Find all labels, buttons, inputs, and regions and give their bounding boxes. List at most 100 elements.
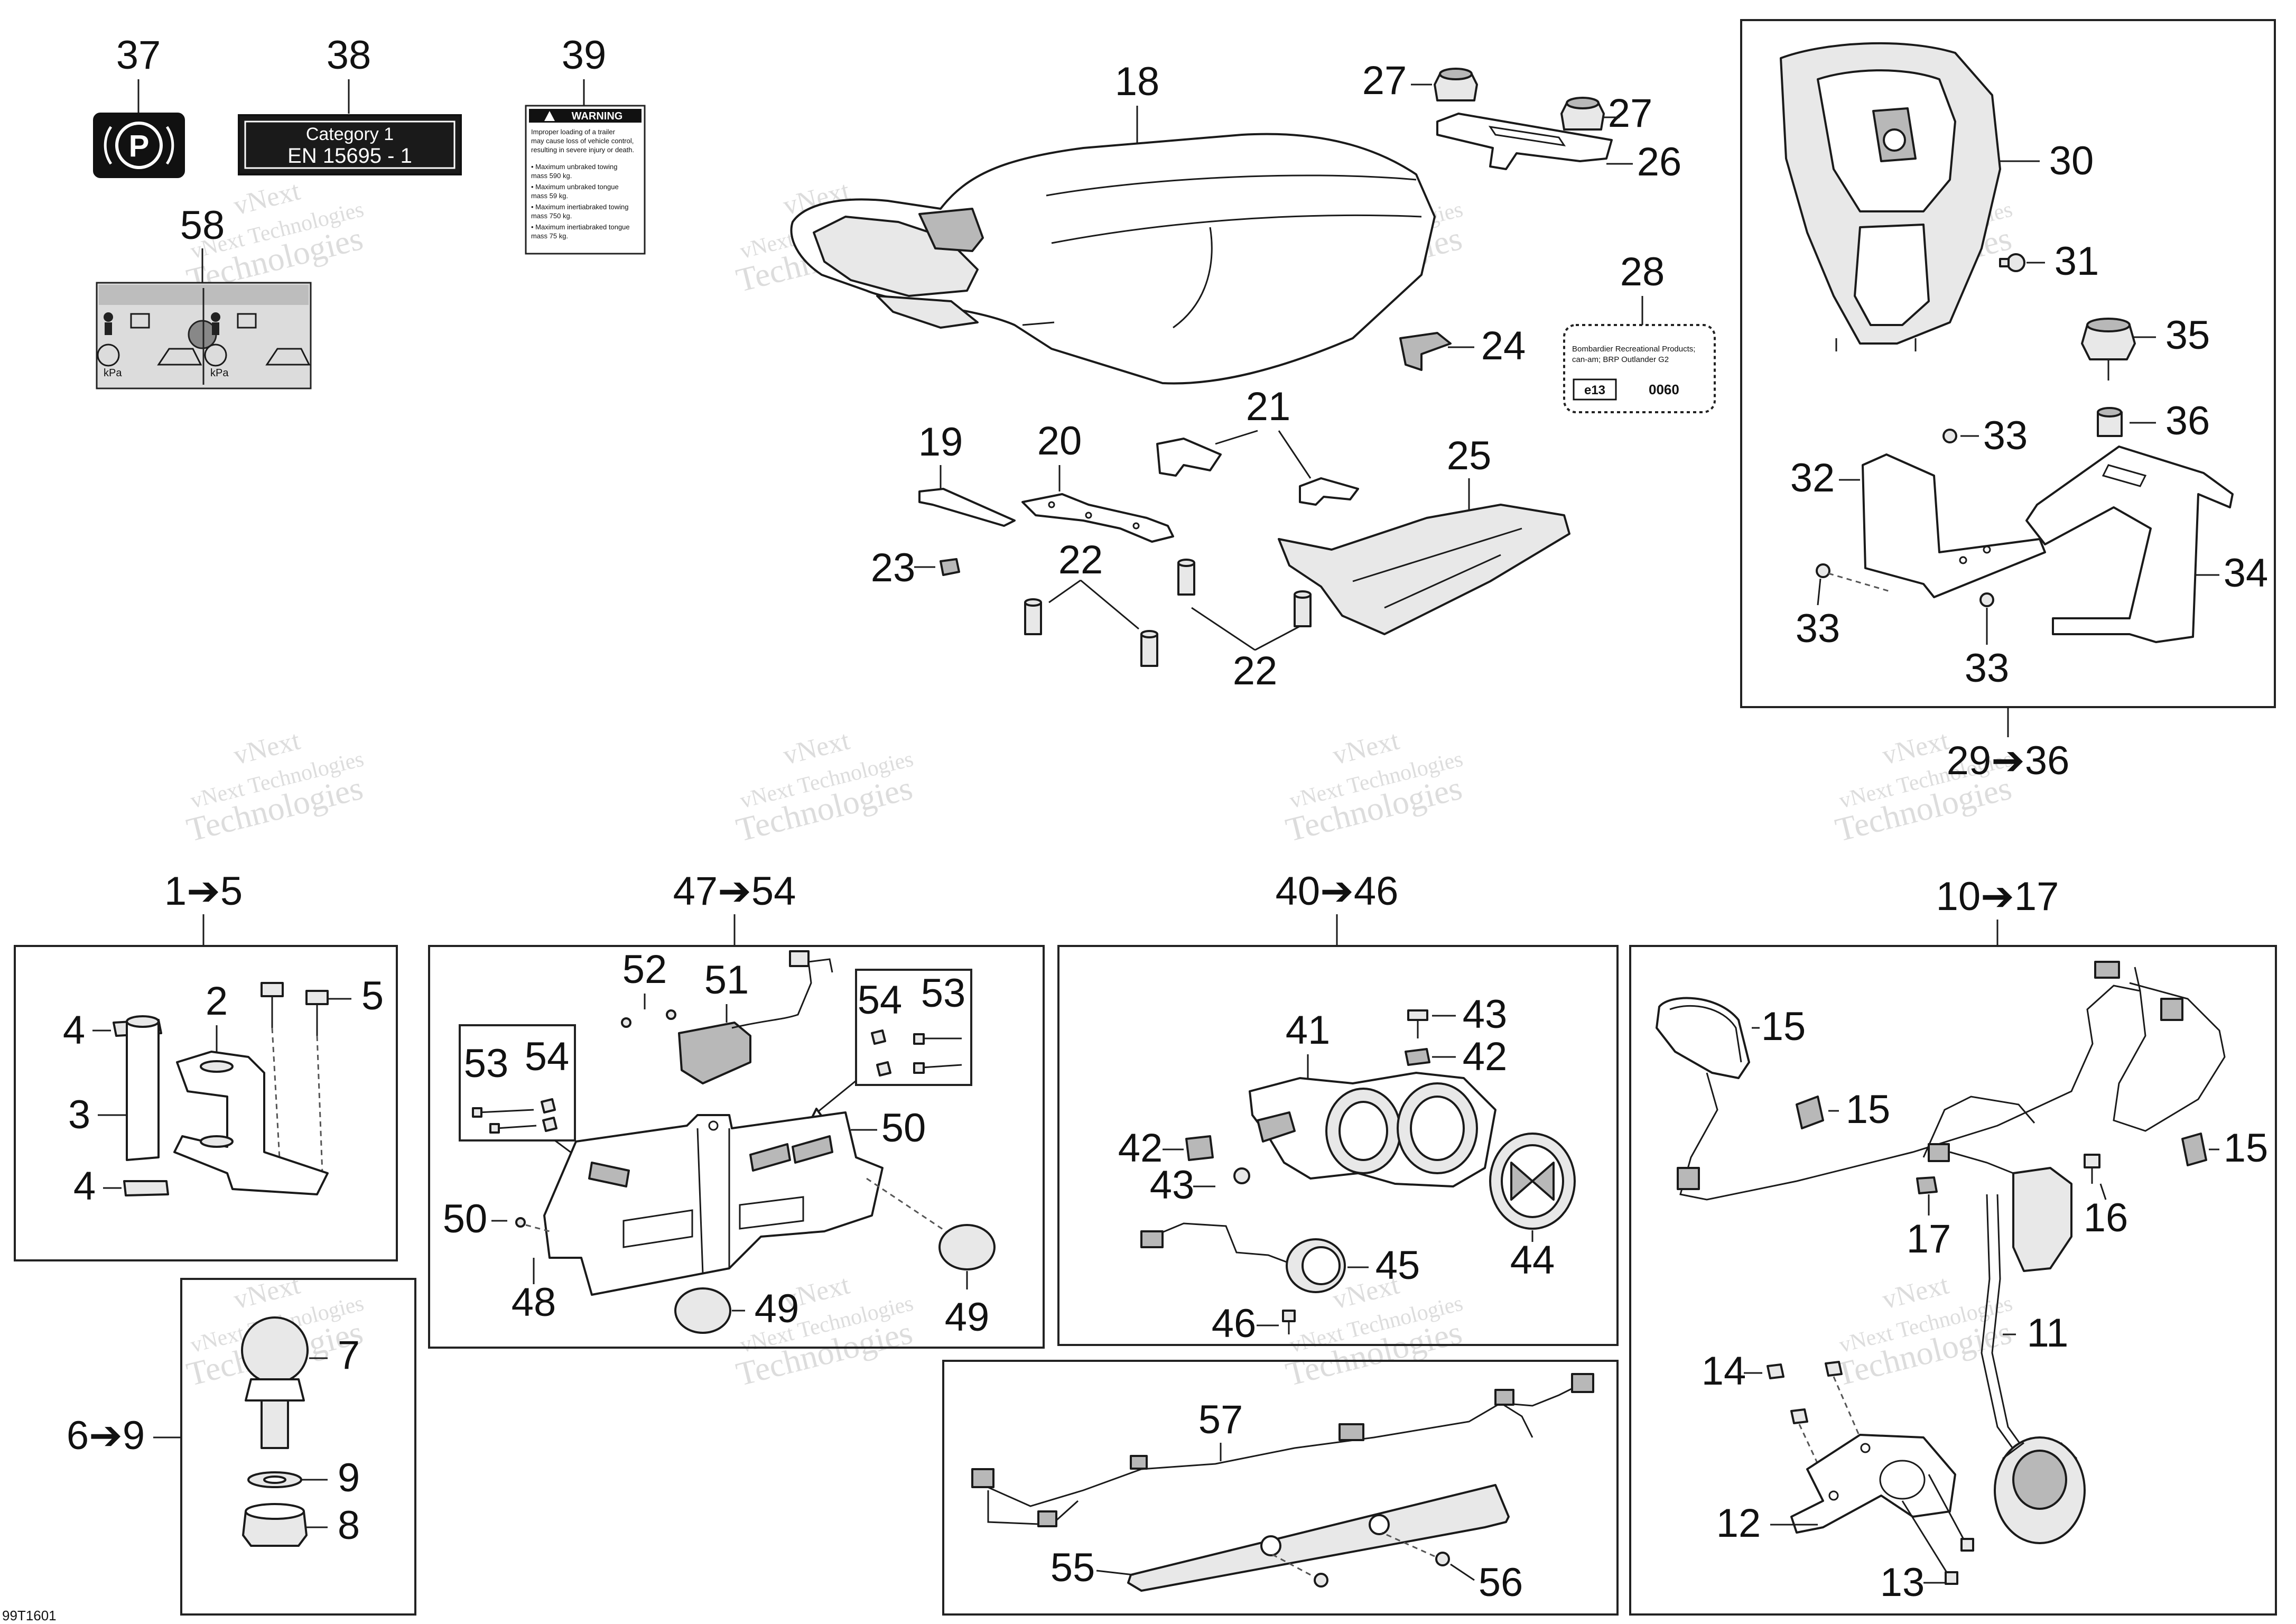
- callout-23: 23: [871, 545, 916, 590]
- seat-clip: [1399, 332, 1452, 371]
- callout-18: 18: [1115, 59, 1160, 104]
- hardware-left: [472, 1098, 557, 1134]
- callout-15a: 15: [1761, 1004, 1806, 1049]
- svg-text:• Maximum unbraked towing: • Maximum unbraked towing: [531, 163, 618, 171]
- callout-19: 19: [918, 420, 963, 465]
- callout-21: 21: [1246, 384, 1291, 429]
- license-plate-kit-frame: [428, 945, 1045, 1349]
- svg-text:P: P: [129, 129, 150, 163]
- svg-text:mass 59 kg.: mass 59 kg.: [531, 192, 568, 200]
- callout-50a: 50: [443, 1196, 488, 1241]
- callout-15b: 15: [1846, 1087, 1891, 1132]
- callout-3: 3: [68, 1092, 90, 1137]
- callout-17: 17: [1907, 1217, 1951, 1261]
- callout-45: 45: [1375, 1243, 1420, 1288]
- trailer-warning-decal: WARNING Improper loading of a trailer ma…: [525, 105, 646, 255]
- group-29-36: 29➔36: [1947, 738, 2070, 783]
- callout-25: 25: [1447, 433, 1492, 478]
- callout-28: 28: [1620, 249, 1665, 294]
- svg-text:• Maximum inertiabraked tongue: • Maximum inertiabraked tongue: [531, 223, 630, 231]
- warning-body: Improper loading of a trailer may cause …: [531, 128, 634, 240]
- svg-text:resulting in severe injury or: resulting in severe injury or death.: [531, 146, 634, 154]
- trailer-connector-cable: [1981, 1194, 2035, 1464]
- callout-33a: 33: [1983, 413, 2028, 458]
- callout-31: 31: [2055, 239, 2099, 284]
- hitch-bracket: [173, 1051, 329, 1195]
- bolts-5: [261, 982, 329, 1036]
- callout-27b: 27: [1608, 91, 1653, 136]
- callout-4b: 4: [73, 1164, 96, 1209]
- callout-51: 51: [704, 958, 749, 1003]
- callout-16: 16: [2084, 1195, 2128, 1240]
- heat-shield: [1278, 504, 1570, 635]
- svg-text:mass 750 kg.: mass 750 kg.: [531, 212, 572, 220]
- callout-39: 39: [562, 33, 607, 78]
- license-plate-light: [621, 950, 833, 1084]
- callout-52: 52: [622, 947, 667, 992]
- decal-38-line2: EN 15695 - 1: [287, 144, 412, 168]
- callout-27a: 27: [1362, 58, 1407, 103]
- backrest-screw: [1999, 253, 2025, 272]
- seat-latch-bracket: [1436, 113, 1613, 170]
- hardware-inset-right: [855, 969, 972, 1086]
- label-28-code: 0060: [1649, 382, 1679, 397]
- callout-15c: 15: [2224, 1126, 2269, 1171]
- category-decal: Category 1 EN 15695 - 1: [238, 114, 462, 175]
- group-40-46: 40➔46: [1276, 869, 1399, 914]
- callout-4a: 4: [63, 1008, 85, 1053]
- svg-text:mass 590 kg.: mass 590 kg.: [531, 172, 572, 180]
- callout-44: 44: [1510, 1238, 1555, 1283]
- headlight-bulb-harness: [1140, 1222, 1346, 1293]
- clip-23: [940, 558, 960, 576]
- seat-latch-nut-2: [1560, 97, 1605, 131]
- group-47-54: 47➔54: [673, 869, 796, 914]
- callout-43a: 43: [1463, 992, 1508, 1037]
- callout-33b: 33: [1796, 606, 1840, 651]
- parking-brake-decal: P: [93, 113, 185, 178]
- mirror-mount-15b: [1796, 1096, 1824, 1129]
- screw-56a: [1314, 1573, 1328, 1588]
- nut-17: [1916, 1176, 1938, 1194]
- callout-26: 26: [1637, 140, 1682, 184]
- spacers-22: [1024, 559, 1312, 667]
- reflector-49a: [674, 1287, 731, 1334]
- callout-48: 48: [512, 1280, 556, 1325]
- group-10-17: 10➔17: [1936, 874, 2059, 919]
- headlight-kit-frame: [1057, 945, 1619, 1346]
- callout-43b: 43: [1150, 1163, 1195, 1208]
- figure-code: 99T1601: [2, 1608, 57, 1623]
- callout-8: 8: [338, 1503, 360, 1548]
- mirror-and-connector-frame: [1629, 945, 2277, 1616]
- e-mark: e13: [1584, 383, 1605, 397]
- svg-text:Improper loading of a trailer: Improper loading of a trailer: [531, 128, 616, 136]
- callout-37: 37: [116, 33, 161, 78]
- callout-57: 57: [1198, 1397, 1243, 1442]
- washer-9: [247, 1471, 302, 1488]
- callout-42b: 42: [1118, 1126, 1163, 1171]
- callout-56: 56: [1479, 1560, 1523, 1605]
- hitch-kit-frame: [14, 945, 398, 1261]
- callout-13: 13: [1880, 1560, 1925, 1605]
- callout-33c: 33: [1965, 646, 2010, 691]
- seat-latch-nut-1: [1434, 68, 1478, 101]
- callout-55: 55: [1051, 1545, 1095, 1590]
- svg-text:• Maximum unbraked tongue: • Maximum unbraked tongue: [531, 183, 619, 191]
- callout-41: 41: [1286, 1008, 1331, 1053]
- callout-22b: 22: [1233, 648, 1278, 693]
- callout-30: 30: [2049, 138, 2094, 183]
- screw-33: [1942, 429, 1957, 443]
- bolts-13: [1901, 1474, 1974, 1585]
- callout-53b: 53: [464, 1041, 509, 1086]
- clip-42b: [1185, 1135, 1214, 1161]
- group-6-9: 6➔9: [67, 1413, 145, 1458]
- grommet-50a: [515, 1217, 526, 1228]
- callout-34: 34: [2224, 551, 2269, 596]
- nut-8: [242, 1503, 308, 1547]
- callout-2: 2: [206, 979, 228, 1024]
- callout-12: 12: [1716, 1501, 1761, 1546]
- tire-pressure-decal: kPa kPa: [96, 282, 312, 389]
- svg-text:may cause loss of vehicle cont: may cause loss of vehicle control,: [531, 137, 634, 145]
- bracket-20: [1021, 493, 1174, 543]
- hitch-tube: [126, 1015, 160, 1161]
